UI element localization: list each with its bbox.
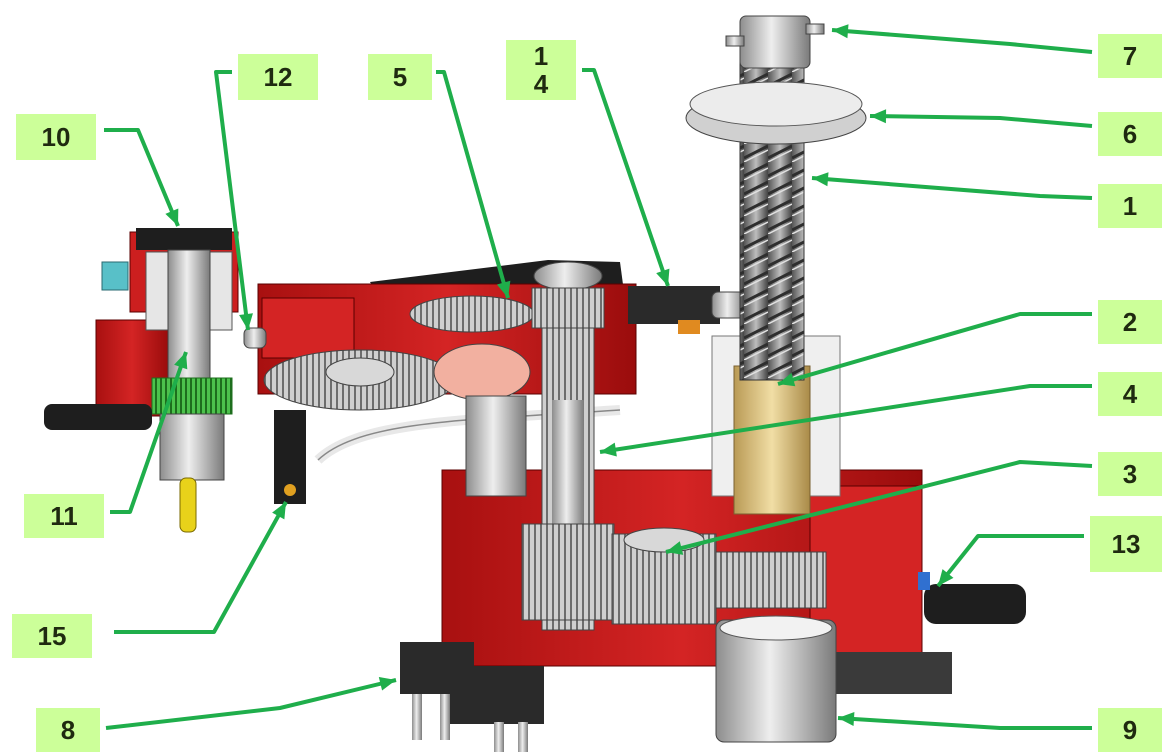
leader-line-12 [214, 70, 250, 331]
leader-line-9-arrowhead [838, 711, 855, 726]
arm-pin [243, 327, 267, 349]
left-lower-body [159, 413, 225, 481]
large-idler-hub [325, 357, 395, 387]
leader-line-11 [110, 351, 188, 514]
clamp-pin-b [440, 694, 450, 740]
clamp-pin-d [518, 722, 528, 752]
left-black-cap [136, 228, 232, 250]
left-fitting [101, 261, 129, 291]
callout-label-2: 2 [1098, 300, 1162, 344]
cap-pin-right [805, 23, 825, 35]
splined-shaft-core [552, 400, 584, 530]
right-blue-fitting [918, 572, 930, 590]
clamp-pin-a [412, 694, 422, 740]
leader-line-7 [831, 28, 1093, 54]
shaft-top-gear [531, 287, 605, 329]
cap-pin-left [725, 35, 745, 47]
callout-label-3: 3 [1098, 452, 1162, 496]
callout-label-13: 13 [1090, 516, 1162, 572]
leader-line-9 [837, 716, 1092, 730]
upper-red-arm [243, 260, 747, 411]
callout-label-9: 9 [1098, 708, 1162, 752]
leader-line-2-arrowhead [778, 372, 796, 387]
flange-disc-top [689, 81, 863, 127]
base-left-clamp-b [448, 666, 544, 724]
base-cylinder-top [719, 615, 833, 641]
drive-gear-salmon [433, 343, 531, 401]
drive-gear-top [409, 295, 535, 333]
leader-line-14-arrowhead [656, 268, 670, 286]
leader-line-8 [105, 678, 397, 730]
callout-label-8: 8 [36, 708, 100, 752]
left-yellow-pin [179, 477, 197, 533]
leader-line-8-arrowhead [378, 676, 396, 691]
bracket-screw [284, 484, 296, 496]
vertical-shafts [465, 261, 615, 631]
leader-line-2 [777, 312, 1092, 386]
left-clamp-handle [44, 404, 152, 430]
leader-line-6-arrowhead [870, 109, 887, 124]
callout-label-6: 6 [1098, 112, 1162, 156]
orange-insert [678, 320, 700, 334]
shaft-top-nut [533, 261, 603, 291]
leader-line-15 [114, 501, 288, 634]
leader-line-12-arrowhead [239, 313, 253, 330]
leader-line-1-arrowhead [812, 172, 829, 187]
leader-line-3 [665, 460, 1093, 554]
callout-label-12: 12 [238, 54, 318, 100]
sensor-rod [628, 286, 720, 324]
lead-screw-column [685, 15, 867, 743]
leader-line-14 [582, 68, 670, 287]
callout-label-5: 5 [368, 54, 432, 100]
pinion-gear-hub [623, 527, 705, 553]
leader-line-1 [811, 176, 1093, 200]
support-column [465, 395, 527, 497]
leader-line-3-arrowhead [666, 541, 684, 555]
leader-line-4 [599, 384, 1092, 454]
arm-end-block [261, 297, 355, 359]
left-green-gear [151, 377, 233, 415]
callout-label-15: 15 [12, 614, 92, 658]
leader-line-4-arrowhead [600, 442, 617, 457]
leader-lines [104, 24, 1093, 730]
leader-line-13-arrowhead [938, 569, 954, 586]
callout-label-14: 1 4 [506, 40, 576, 100]
left-sensor-assembly [44, 228, 239, 533]
leader-line-6 [869, 114, 1093, 128]
leader-line-7-arrowhead [832, 24, 849, 39]
callout-label-4: 4 [1098, 372, 1162, 416]
callout-label-1: 1 [1098, 184, 1162, 228]
shaft-lower-gear [521, 523, 615, 621]
leader-line-5-arrowhead [496, 280, 511, 298]
ring-gear [701, 551, 827, 609]
leader-line-10-arrowhead [165, 208, 179, 226]
leader-line-10 [104, 128, 180, 227]
leader-line-15-arrowhead [272, 502, 286, 520]
callout-label-7: 7 [1098, 34, 1162, 78]
leader-line-5 [436, 70, 510, 299]
callout-label-11: 11 [24, 494, 104, 538]
left-spindle [167, 249, 211, 381]
callout-label-10: 10 [16, 114, 96, 160]
screw-top-cap [739, 15, 811, 69]
leader-line-13 [936, 534, 1084, 588]
right-clamp-handle [924, 584, 1026, 624]
leader-line-11-arrowhead [174, 352, 188, 370]
clamp-pin-c [494, 722, 504, 752]
bronze-nut [733, 365, 811, 515]
